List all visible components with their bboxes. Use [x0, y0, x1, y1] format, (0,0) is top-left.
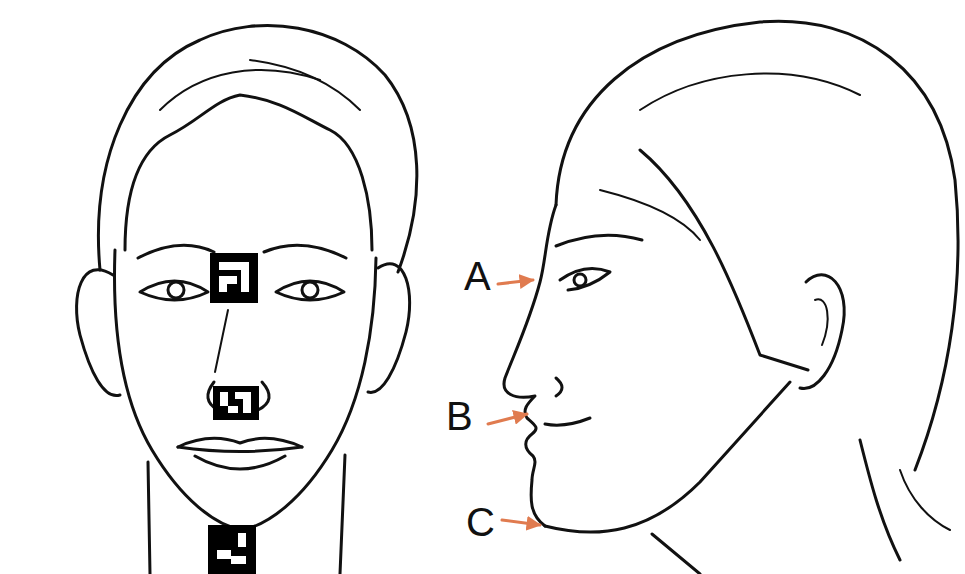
point-label: C [466, 500, 495, 544]
lower-lip [195, 456, 285, 469]
nose-line [215, 310, 228, 372]
nostril [556, 378, 562, 396]
face-outline [114, 250, 376, 530]
hair-strand [640, 74, 860, 110]
point-label: A [464, 254, 491, 298]
hair-end [900, 470, 950, 530]
eyebrow [264, 245, 346, 258]
hair-strand [600, 190, 700, 240]
hair-strand [160, 70, 320, 110]
fiducial-marker [210, 253, 258, 303]
point-label: B [446, 394, 473, 438]
neck-back [860, 440, 900, 560]
mouth [545, 418, 590, 425]
eye [276, 281, 344, 300]
throat [652, 534, 700, 574]
hair-strand [250, 60, 360, 110]
eyebrow [556, 235, 642, 246]
nostril [258, 382, 269, 410]
mouth-line [178, 447, 302, 452]
hair-outline [98, 25, 416, 272]
iris [574, 274, 586, 286]
eyebrow [138, 245, 214, 258]
neck-line [340, 455, 345, 574]
jaw [545, 382, 790, 532]
upper-lip [178, 438, 302, 447]
pointer-arrow [488, 414, 527, 424]
ear [800, 275, 844, 389]
fiducial-marker [208, 525, 256, 574]
iris [302, 282, 318, 298]
hair-side [640, 150, 808, 370]
neck-line [148, 462, 150, 574]
ear-inner [815, 299, 828, 345]
hair-outline [556, 21, 958, 470]
eye [140, 281, 208, 300]
pointer-arrow [502, 520, 540, 525]
front-face [77, 25, 417, 574]
profile-face [504, 21, 958, 574]
hairline [125, 95, 372, 250]
eye [560, 268, 610, 290]
fiducial-marker [213, 386, 259, 420]
profile-outline [504, 205, 556, 526]
ear [77, 270, 120, 396]
iris [168, 282, 184, 298]
pointer-arrow [498, 280, 533, 284]
ear [368, 264, 410, 393]
